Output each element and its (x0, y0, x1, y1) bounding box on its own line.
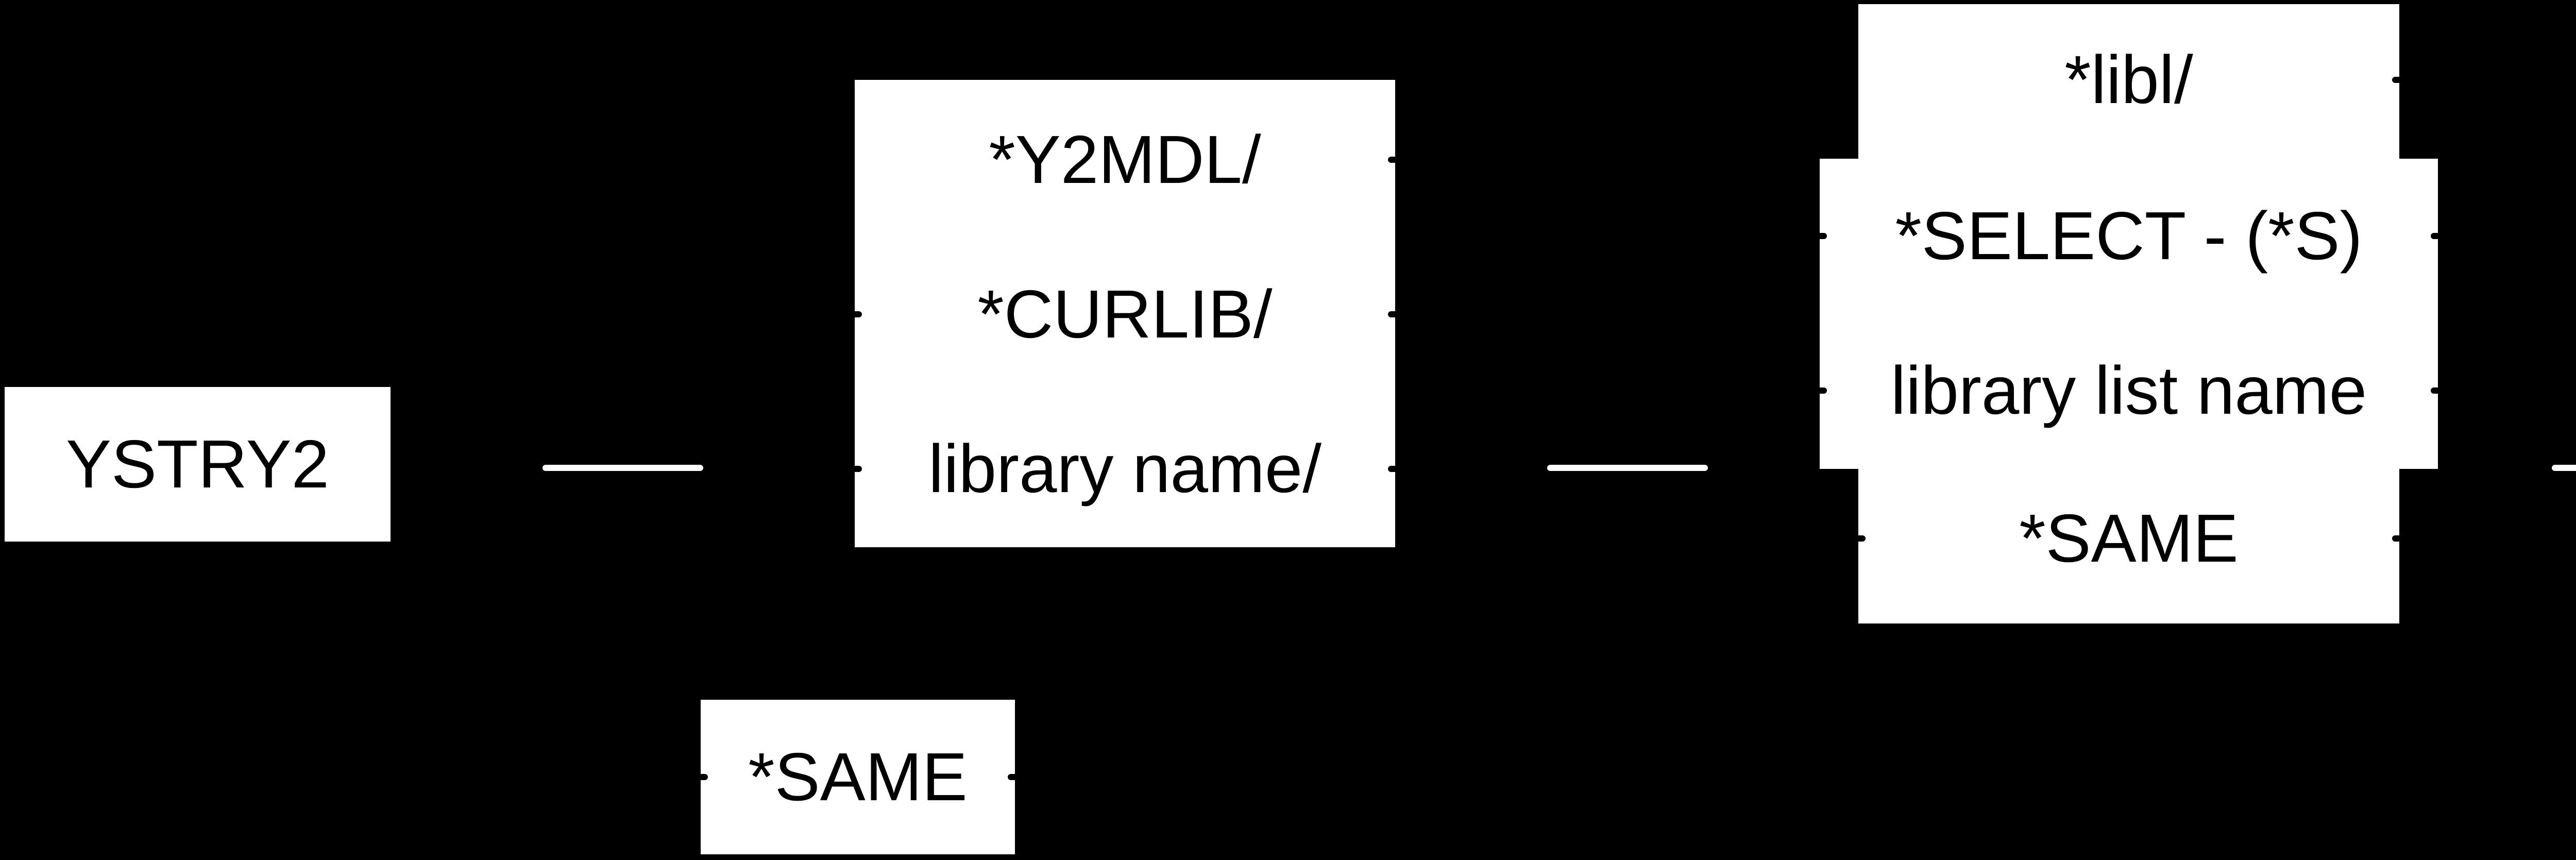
command-label: YSTRY2 (65, 426, 330, 502)
connector-tick (1851, 535, 1866, 542)
connector-tick (2431, 233, 2445, 239)
connector-tick (2392, 77, 2406, 83)
connector-line-segment-1 (543, 465, 703, 471)
connector-tick (1388, 311, 1402, 317)
connector-tick (1812, 387, 1827, 394)
param1-same-box: *SAME (701, 700, 1015, 854)
connector-tick (848, 466, 862, 472)
choice-option: *SAME (2019, 500, 2239, 576)
choice-option: *CURLIB/ (977, 276, 1273, 352)
connector-tick (2431, 387, 2445, 394)
connector-tick (1812, 233, 1827, 239)
connector-tick (848, 311, 862, 317)
choice-option: library list name (1890, 352, 2367, 428)
param1-choice-box: *Y2MDL/ *CURLIB/ library name/ (855, 80, 1395, 547)
connector-tick (693, 774, 708, 780)
command-terminal-box: YSTRY2 (5, 387, 391, 542)
choice-option: *Y2MDL/ (989, 122, 1261, 197)
param2-choice-middle-box: *SELECT - (*S) library list name (1820, 159, 2438, 469)
connector-tick (1008, 774, 1022, 780)
choice-option: *libl/ (2064, 42, 2193, 117)
connector-line-segment-2 (1547, 465, 1708, 471)
param2-choice-bottom-box: *SAME (1858, 469, 2399, 623)
connector-tick (1388, 466, 1402, 472)
choice-option: *SAME (748, 739, 968, 815)
connector-tick (1388, 157, 1402, 163)
choice-option: library name/ (928, 431, 1321, 507)
param2-choice-top-box: *libl/ (1858, 4, 2399, 159)
connector-line-segment-3 (2552, 465, 2576, 471)
connector-tick (2392, 535, 2406, 542)
choice-option: *SELECT - (*S) (1895, 198, 2363, 274)
